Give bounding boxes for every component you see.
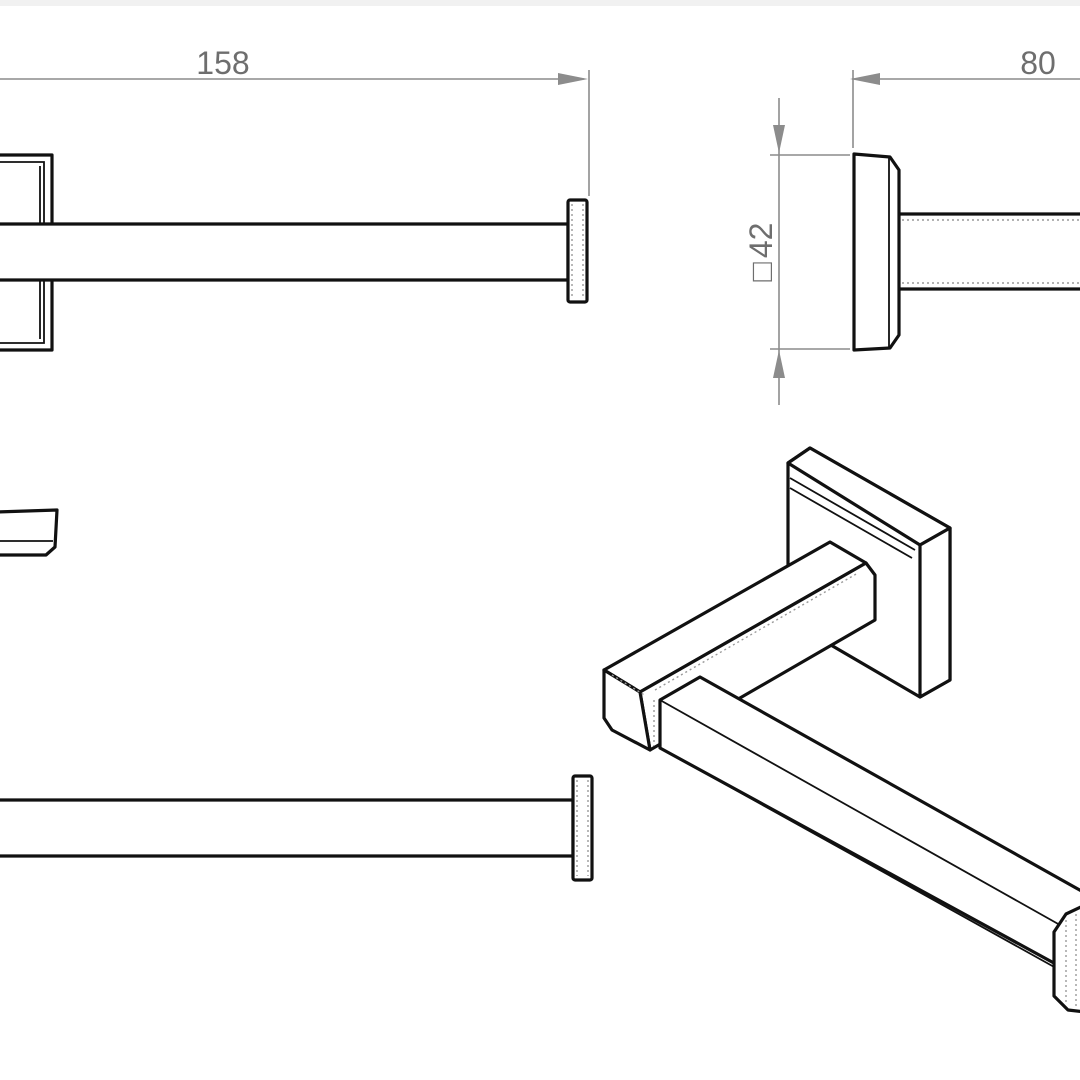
- top-view: [0, 508, 594, 882]
- top-view-base-plate: [0, 508, 59, 557]
- top-view-end-cap: [571, 774, 594, 882]
- dimension-overall-length: 158: [0, 45, 590, 196]
- dimension-label-length: 158: [196, 45, 249, 81]
- iso-bar: [658, 675, 1080, 980]
- dimension-label-square: □42: [743, 223, 779, 282]
- iso-base-face: [918, 526, 952, 699]
- dimension-label-depth: 80: [1020, 45, 1056, 81]
- top-view-bar: [0, 798, 575, 858]
- sheet-border: [0, 0, 1080, 6]
- front-view-bar: [0, 222, 570, 282]
- iso-end-cap: [1052, 905, 1080, 1014]
- dimension-projection-depth: 80: [850, 45, 1080, 148]
- front-view: [0, 153, 589, 352]
- dimension-base-square: □42: [743, 98, 850, 405]
- side-view-bar: [899, 212, 1080, 291]
- front-view-end-cap: [566, 198, 589, 304]
- side-view: [852, 152, 1080, 352]
- isometric-view: [602, 446, 1080, 1014]
- side-view-base-plate: [852, 152, 901, 352]
